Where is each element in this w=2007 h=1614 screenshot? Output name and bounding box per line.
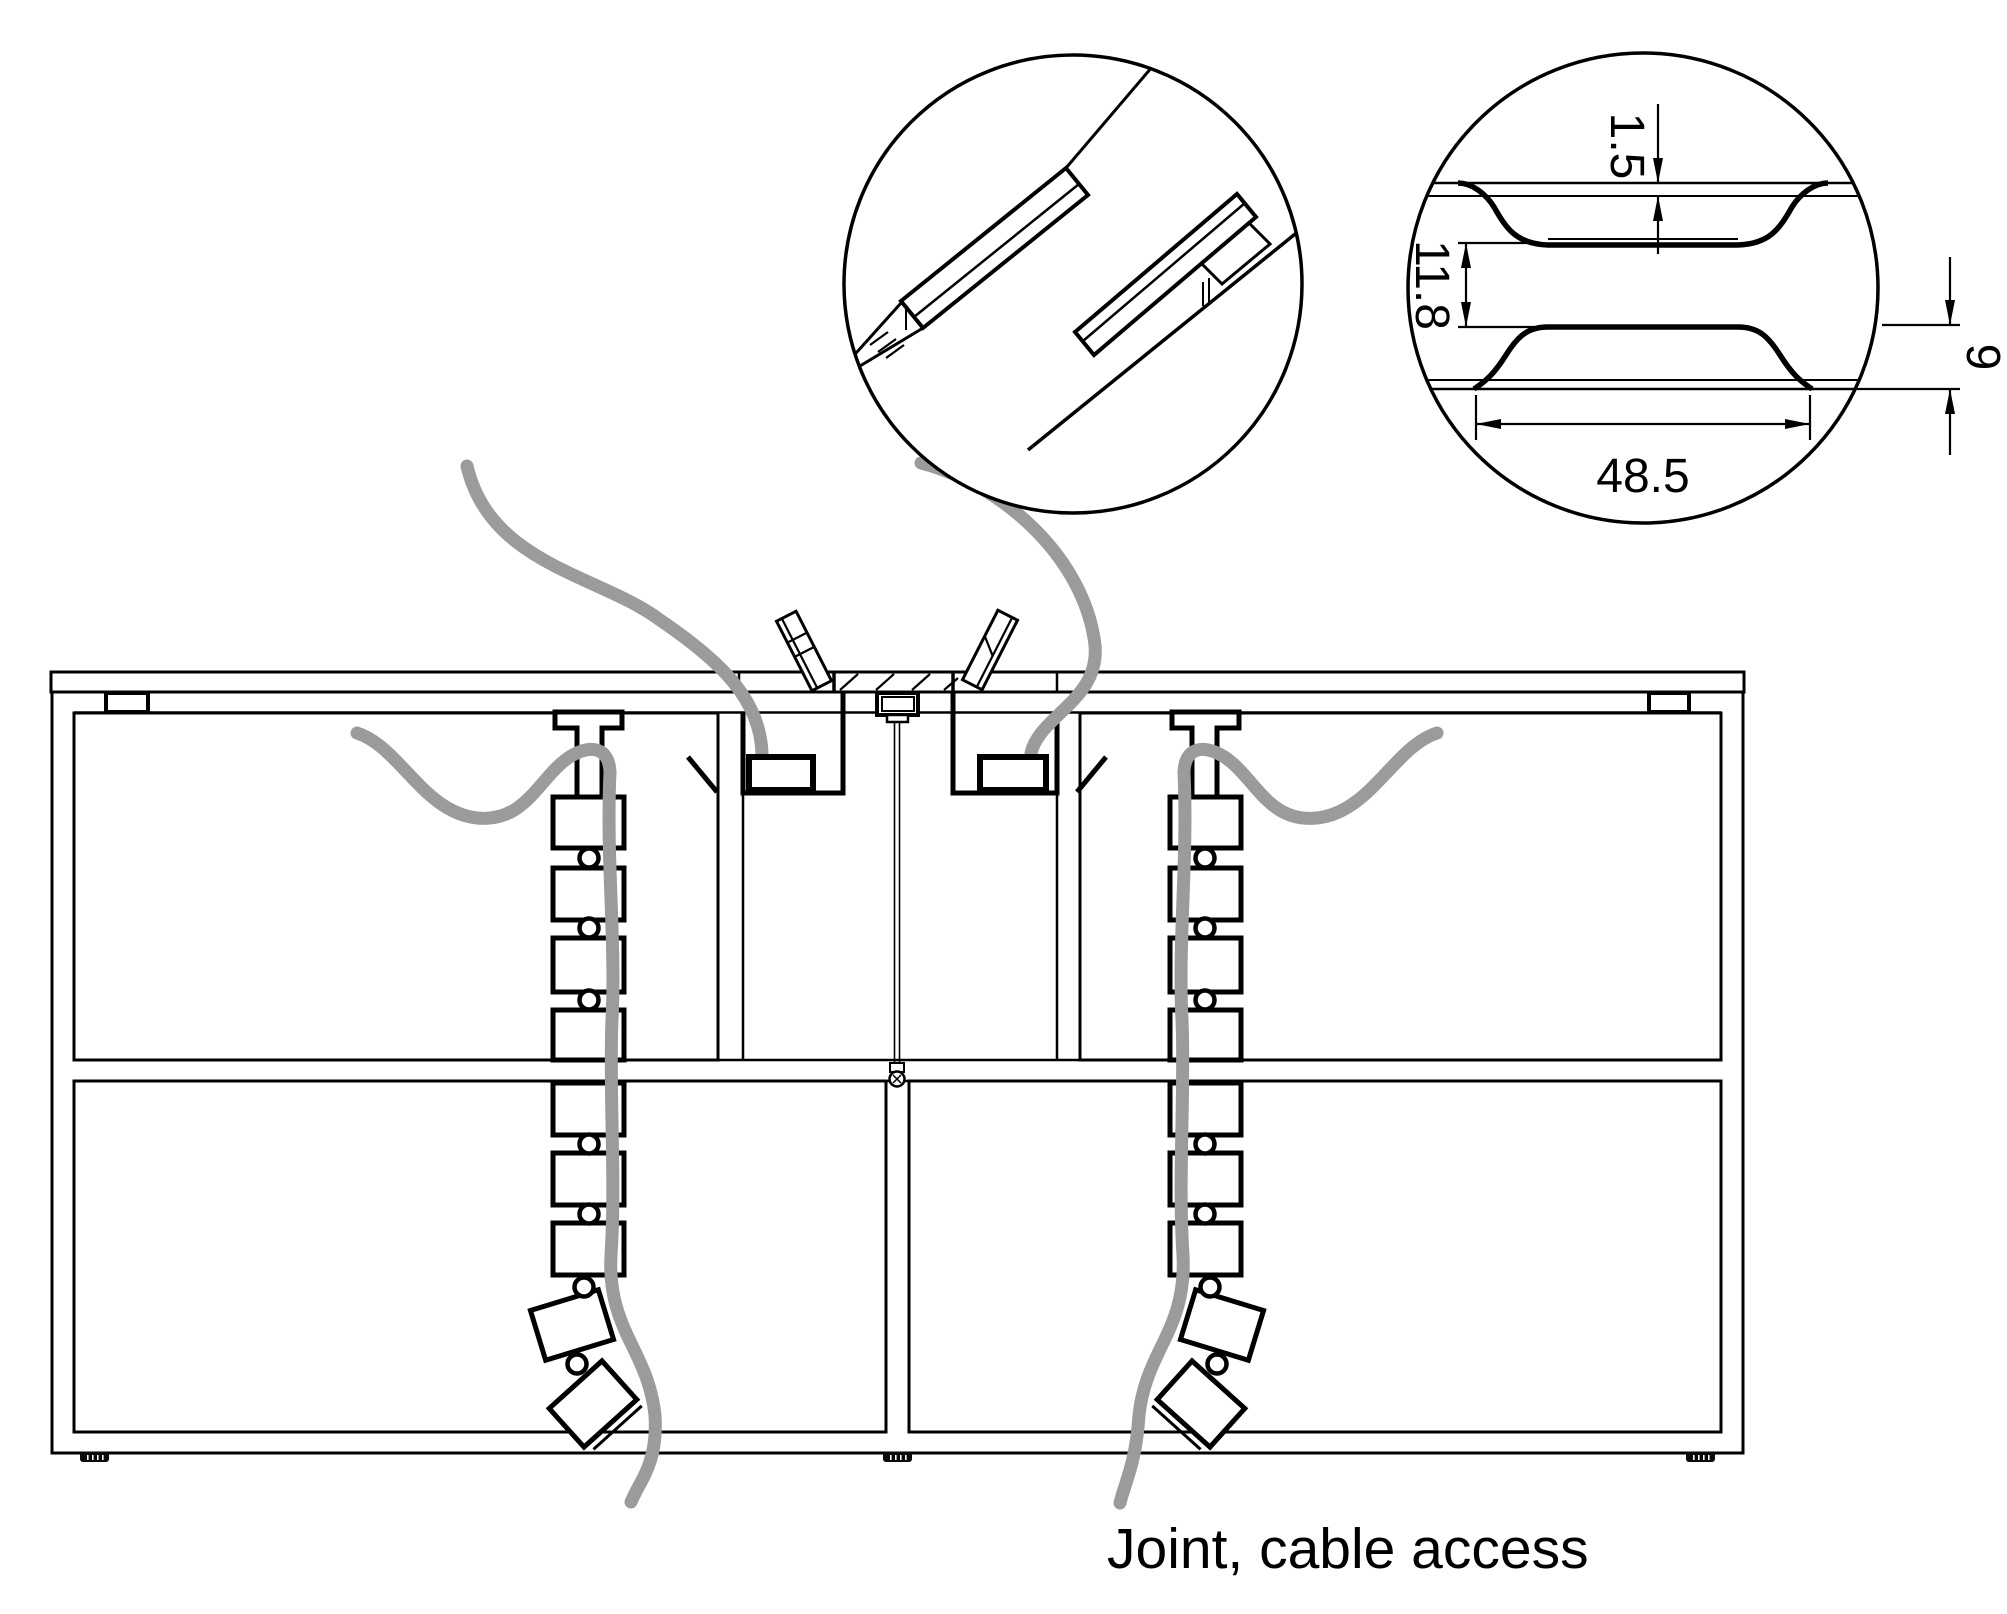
cable-access-box-left — [746, 754, 816, 793]
tabletop-clip-right — [1647, 691, 1691, 714]
joint-lid-left — [774, 609, 834, 693]
caption-label: Joint, cable access — [1107, 1517, 1589, 1581]
panel-lower-left — [72, 1079, 888, 1434]
detail-circle-3d-joint — [842, 53, 1304, 515]
dimension-gap-height: 11.8 — [1405, 240, 1545, 330]
detail-circle-cross-section: 1.5 11.8 9 48.5 — [1405, 51, 2007, 525]
dim-label-lid-thickness: 1.5 — [1600, 113, 1653, 180]
table-edge-line-a — [1064, 59, 1160, 169]
panel-lower-right — [907, 1079, 1723, 1434]
joint-center-bracket — [875, 691, 920, 1088]
desk-feet — [80, 1452, 1715, 1462]
section-tray-profile — [1472, 324, 1814, 392]
joint-lid-right — [960, 608, 1020, 692]
foot-right — [1686, 1452, 1715, 1462]
table-edge-line-b — [1026, 220, 1302, 452]
foot-center — [883, 1452, 912, 1462]
joint-hatch — [839, 673, 959, 691]
cables — [350, 456, 1444, 1510]
dimension-lid-thickness: 1.5 — [1600, 104, 1663, 254]
elevation-drawing — [49, 456, 1746, 1510]
cable-hook-left — [686, 755, 719, 794]
dim-label-tray-height: 9 — [1956, 344, 2007, 371]
dim-label-gap-height: 11.8 — [1405, 240, 1458, 330]
foot-left — [80, 1452, 109, 1462]
cable-hook-right — [1075, 755, 1108, 794]
cable-access-box-right — [977, 754, 1049, 793]
cable-left-top — [460, 459, 769, 760]
tabletop-clip-left — [104, 691, 150, 714]
cable-right-chain — [1113, 726, 1444, 1510]
section-lid-profile — [1457, 180, 1829, 248]
dim-label-tray-width: 48.5 — [1596, 450, 1689, 503]
joint-clip-right-3d — [1072, 191, 1273, 358]
dimension-tray-height: 9 — [1857, 257, 2007, 455]
dimension-tray-width: 48.5 — [1474, 395, 1812, 503]
cable-left-chain — [350, 726, 662, 1509]
tabletop — [49, 670, 1746, 694]
